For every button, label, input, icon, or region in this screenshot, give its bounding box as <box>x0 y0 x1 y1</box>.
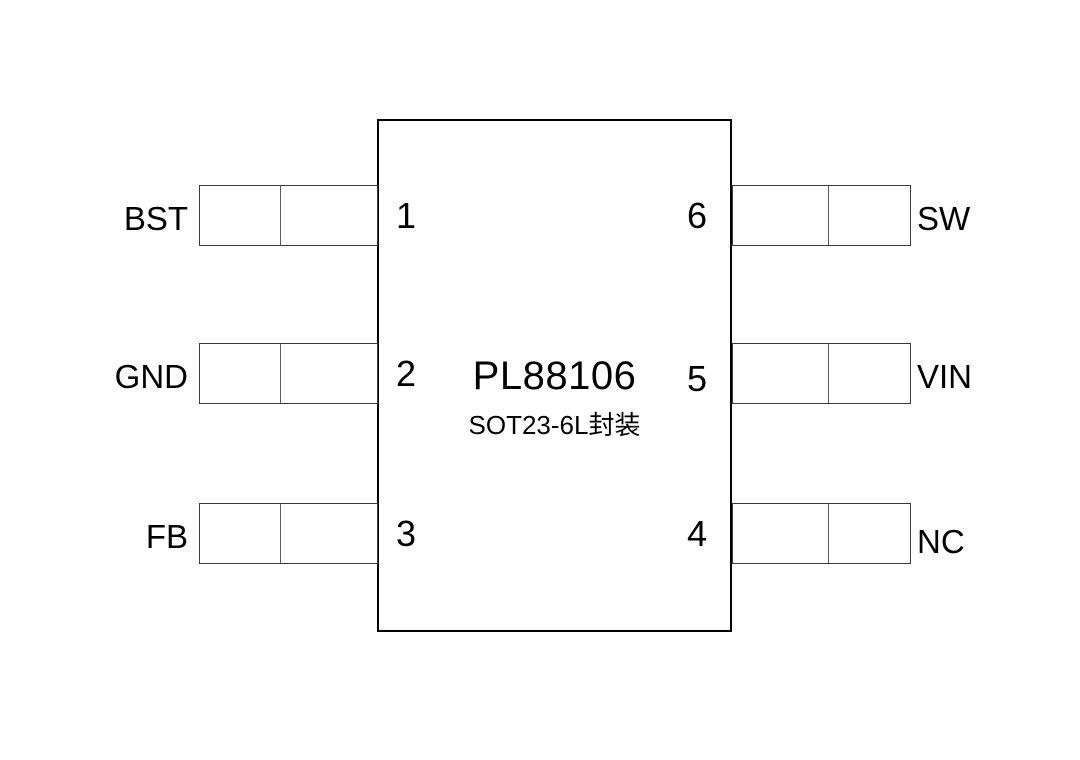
pin-number-6: 6 <box>686 195 708 236</box>
pin-number-2: 2 <box>395 353 417 394</box>
pin-number-5: 5 <box>686 358 708 399</box>
pin-label-nc: NC <box>917 523 965 560</box>
pin-lead-5 <box>732 343 911 404</box>
pin-label-fb: FB <box>145 518 188 555</box>
pin-lead-1 <box>199 185 378 246</box>
pin-number-4: 4 <box>686 513 708 554</box>
pin-lead-divider <box>828 504 829 563</box>
pin-label-sw: SW <box>917 200 971 237</box>
pin-lead-4 <box>732 503 911 564</box>
chip-part-number: PL88106 <box>472 354 637 398</box>
pin-lead-divider <box>828 186 829 245</box>
pin-lead-divider <box>280 186 281 245</box>
pin-label-bst: BST <box>123 200 188 237</box>
pin-number-3: 3 <box>395 513 417 554</box>
pin-label-gnd: GND <box>114 358 188 395</box>
pin-lead-6 <box>732 185 911 246</box>
pin-lead-divider <box>828 344 829 403</box>
chip-package-label: SOT23-6L封装 <box>468 410 641 440</box>
pin-label-vin: VIN <box>917 358 973 395</box>
pin-lead-2 <box>199 343 378 404</box>
pin-lead-divider <box>280 344 281 403</box>
chip-body-outline <box>377 119 732 632</box>
pin-lead-3 <box>199 503 378 564</box>
pin-number-1: 1 <box>395 195 417 236</box>
pin-lead-divider <box>280 504 281 563</box>
